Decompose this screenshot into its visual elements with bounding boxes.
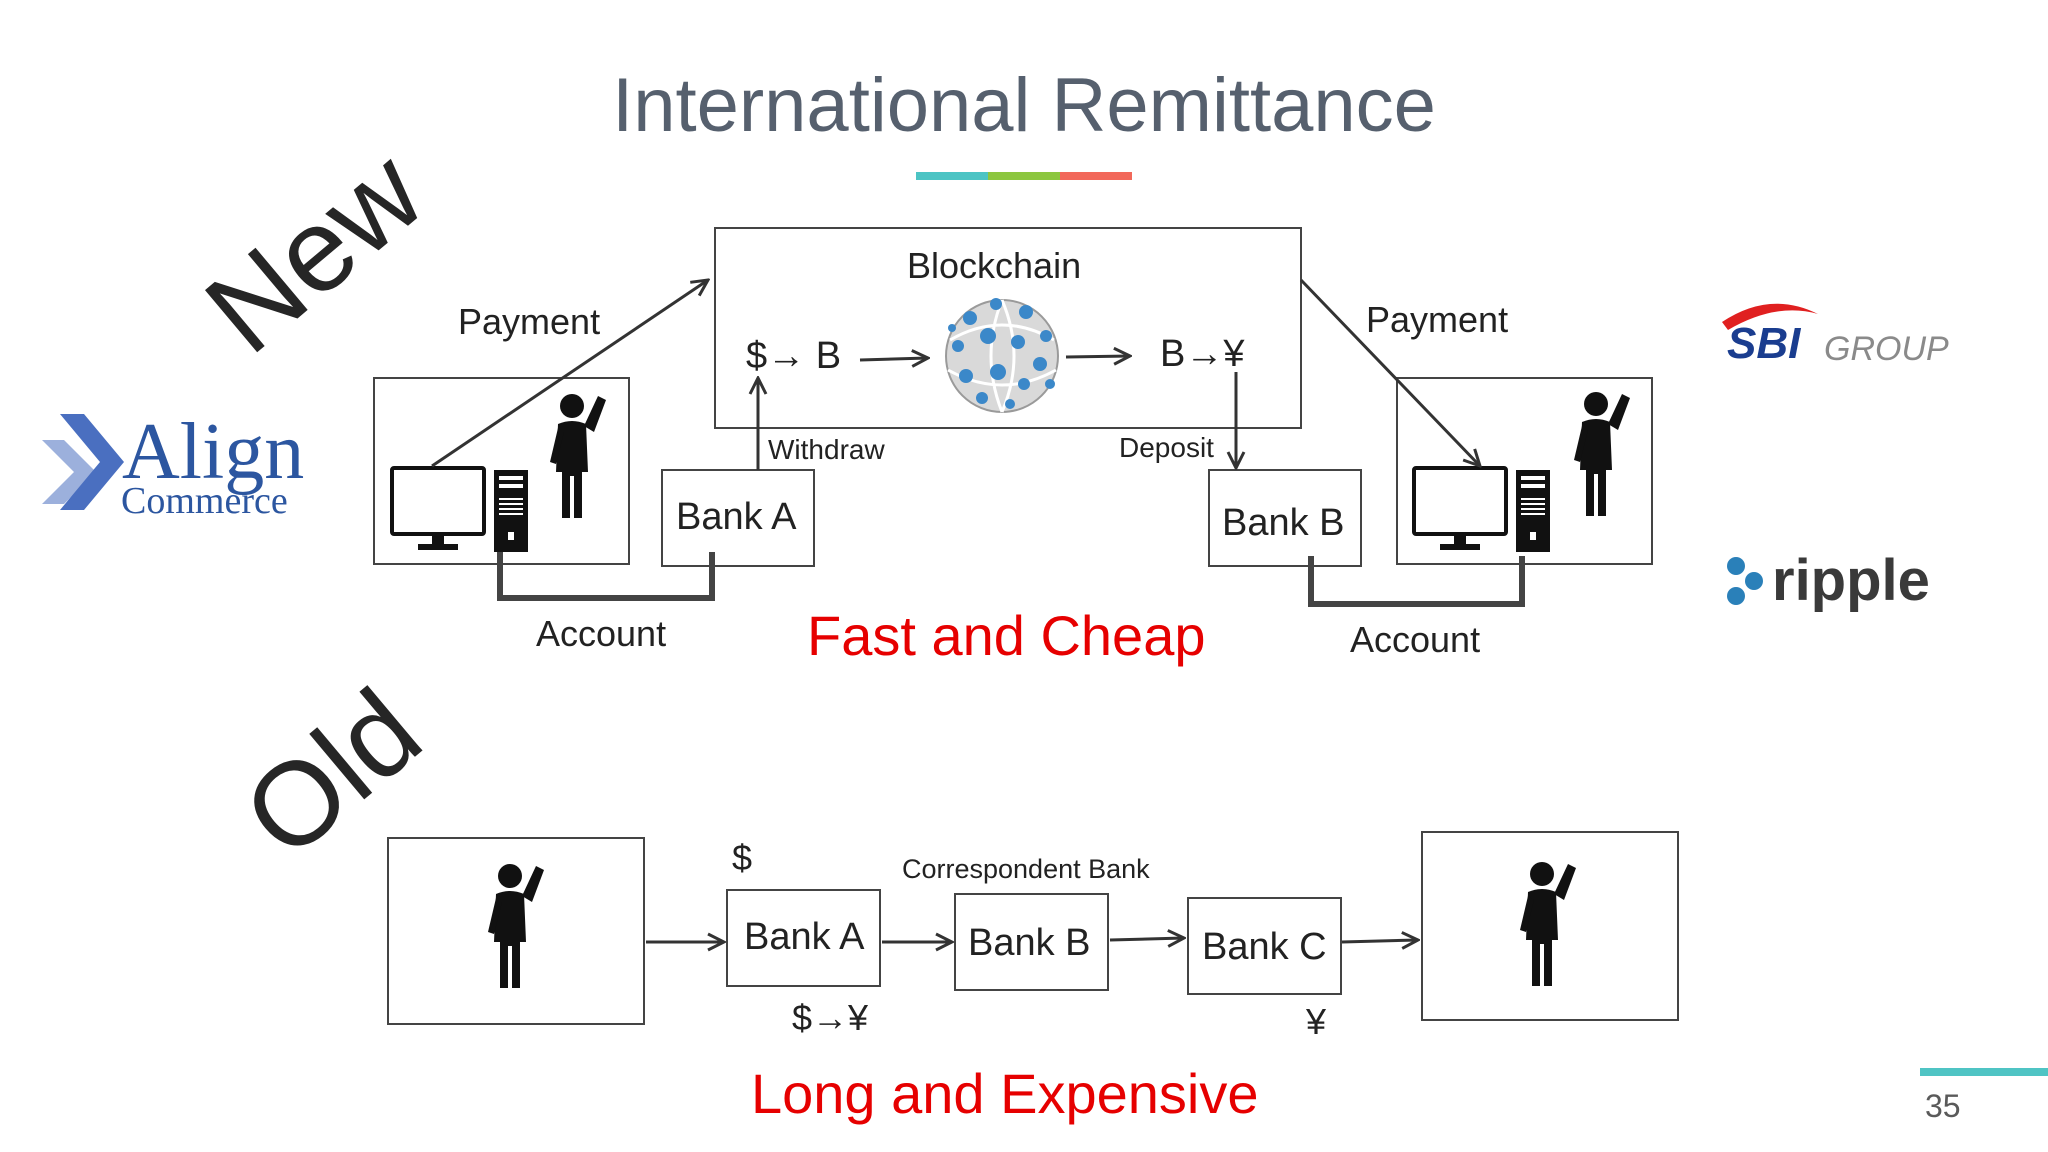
account-label-right: Account	[1350, 619, 1481, 660]
bank-a-box-old	[726, 889, 881, 987]
yen-symbol: ¥	[1306, 1001, 1327, 1042]
bank-b-box-new	[1208, 469, 1362, 567]
deposit-label: Deposit	[1119, 432, 1214, 463]
ripple-mark-icon	[1727, 557, 1763, 605]
bank-c-label-old: Bank C	[1202, 926, 1327, 968]
ripple-logo-text: ripple	[1772, 548, 1930, 613]
page-number: 35	[1925, 1088, 1961, 1124]
conversion-dollar-to-bitcoin: $→ B	[746, 335, 842, 377]
slide-accent-line	[1920, 1068, 2048, 1076]
payment-label-right: Payment	[1366, 299, 1509, 340]
title-rule-red	[1060, 172, 1132, 180]
bank-b-label-old: Bank B	[968, 922, 1091, 964]
bank-a-label-new: Bank A	[676, 496, 797, 538]
bank-a-box-new	[661, 469, 815, 567]
sbi-logo-group: GROUP	[1824, 330, 1949, 368]
fast-and-cheap-tagline: Fast and Cheap	[807, 604, 1206, 667]
withdraw-label: Withdraw	[768, 434, 885, 465]
align-commerce-logo-line2: Commerce	[121, 480, 288, 522]
slide-title: International Remittance	[612, 63, 1436, 148]
account-label-left: Account	[536, 613, 667, 654]
conversion-bitcoin-to-yen: B→¥	[1160, 333, 1245, 375]
bank-b-box-old	[954, 893, 1109, 991]
sbi-swoosh-icon	[1722, 303, 1818, 330]
conversion-dollar-to-yen: $→¥	[792, 997, 869, 1038]
title-rule-green	[988, 172, 1060, 180]
bank-b-label-new: Bank B	[1222, 502, 1345, 544]
title-rule-teal	[916, 172, 988, 180]
correspondent-bank-label: Correspondent Bank	[902, 854, 1150, 884]
dollar-symbol: $	[732, 837, 753, 878]
bank-c-box-old	[1187, 897, 1342, 995]
blockchain-network-globe-icon	[945, 298, 1059, 413]
blockchain-label: Blockchain	[907, 245, 1082, 286]
long-and-expensive-tagline: Long and Expensive	[751, 1062, 1259, 1125]
align-commerce-logo-line1: Align	[122, 408, 305, 496]
bank-a-label-old: Bank A	[744, 916, 865, 958]
sbi-logo-mark: SBI	[1727, 319, 1801, 368]
payment-label-left: Payment	[458, 301, 601, 342]
align-commerce-chevron-icon	[42, 414, 124, 510]
